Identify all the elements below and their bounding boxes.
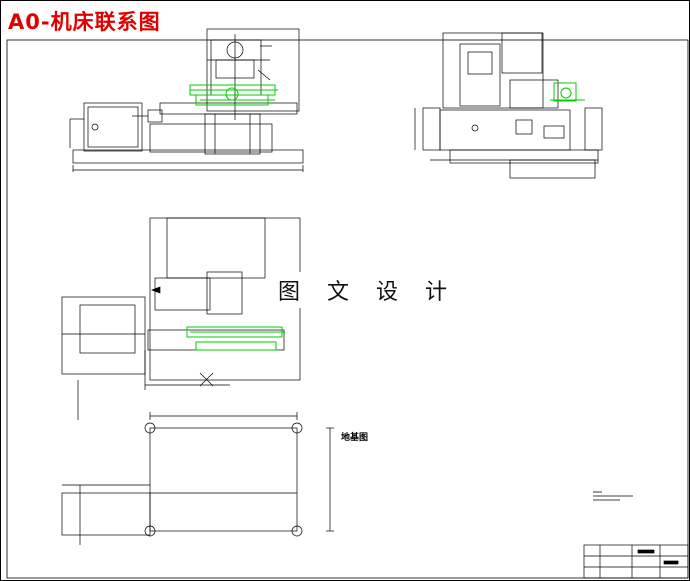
front-view-green — [189, 84, 278, 106]
foundation-label: 地基图 — [341, 433, 369, 443]
top-view — [61, 217, 301, 420]
side-view — [414, 32, 603, 179]
watermark: 图 文 设 计 — [270, 272, 465, 308]
foundation-view — [61, 412, 334, 545]
drawing-title: A0-机床联系图 — [8, 10, 161, 34]
title-block — [583, 544, 689, 579]
notes — [593, 491, 633, 501]
top-view-green — [186, 326, 285, 351]
side-view-green — [550, 82, 585, 102]
inner-border — [6, 39, 689, 579]
